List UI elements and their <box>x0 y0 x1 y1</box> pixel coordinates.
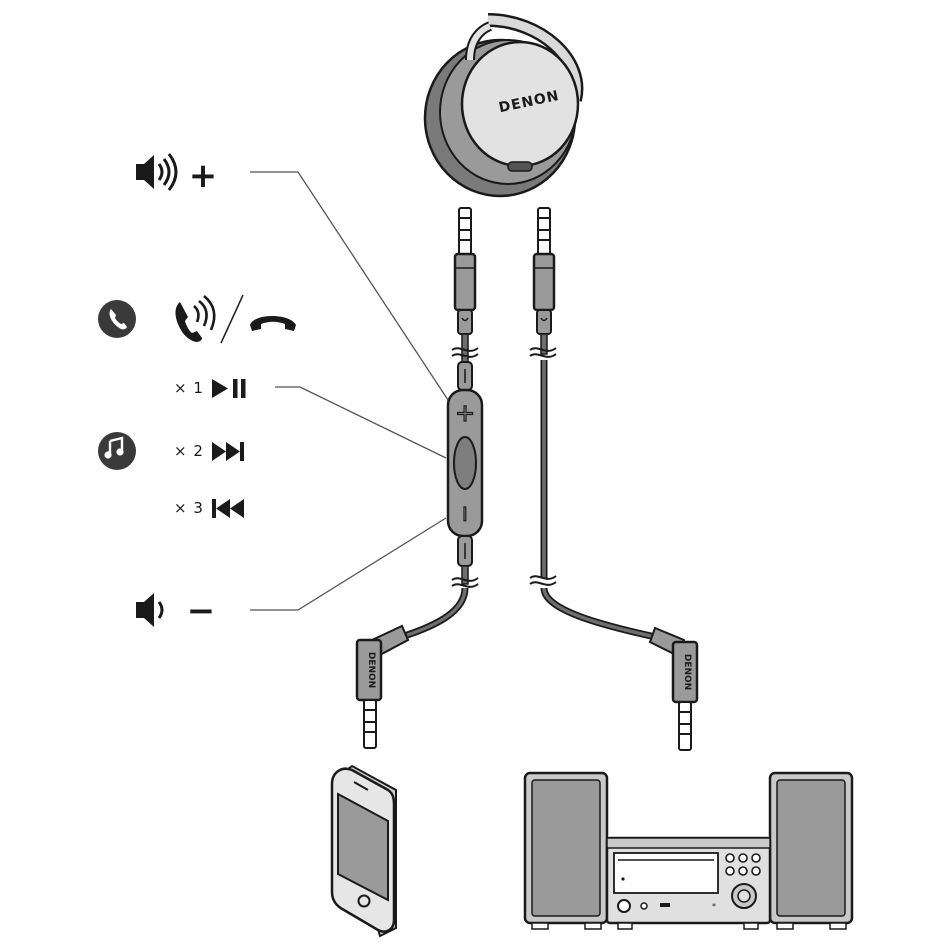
right-speaker <box>770 773 852 929</box>
cable-top-plug-right <box>538 208 550 256</box>
volume-up-symbol: + <box>189 156 218 196</box>
speaker-quiet-icon <box>136 593 162 627</box>
phone-icon <box>98 300 136 338</box>
next-track-icon <box>212 442 244 461</box>
smartphone-home-button <box>359 896 370 907</box>
left-plug-tip <box>364 700 376 748</box>
press-once-label: × 1 <box>174 379 204 397</box>
hang-up-icon <box>250 316 296 331</box>
left-speaker <box>525 773 607 929</box>
remote-plus-label: + <box>455 399 475 427</box>
right-plug-logo: DENON <box>682 654 692 690</box>
cable-top-plug-left <box>459 208 471 256</box>
right-plug-tip <box>679 702 691 750</box>
svg-text:*: * <box>712 902 716 911</box>
receiver-power-button <box>618 900 630 912</box>
volume-down-symbol: − <box>187 591 216 631</box>
volume-up-indicator: + <box>136 154 217 196</box>
speaker-loud-icon <box>136 154 176 190</box>
play-pause-icon <box>212 379 246 398</box>
music-row: × 1 × 2 × 3 <box>98 379 246 518</box>
call-separator <box>221 295 243 343</box>
leader-lines <box>250 172 448 610</box>
receiver-phones-jack <box>641 903 647 909</box>
leader-volume-up <box>250 172 448 400</box>
call-row <box>98 295 296 343</box>
mini-hifi-system: * <box>525 773 852 929</box>
volume-down-indicator: − <box>136 591 215 631</box>
phone-ringing-icon <box>176 296 215 342</box>
smartphone <box>332 766 396 936</box>
receiver-unit: * <box>607 838 770 929</box>
remote-minus-label: − <box>452 505 477 523</box>
receiver-display <box>614 853 718 893</box>
previous-track-icon <box>212 499 244 518</box>
plain-cable: DENON <box>530 208 697 750</box>
left-plug-logo: DENON <box>366 652 376 688</box>
leader-play-pause <box>275 387 446 458</box>
leader-volume-down <box>250 518 446 610</box>
press-twice-label: × 2 <box>174 442 204 460</box>
press-thrice-label: × 3 <box>174 499 204 517</box>
headphone: DENON <box>425 20 578 196</box>
remote-center-button <box>454 437 476 489</box>
